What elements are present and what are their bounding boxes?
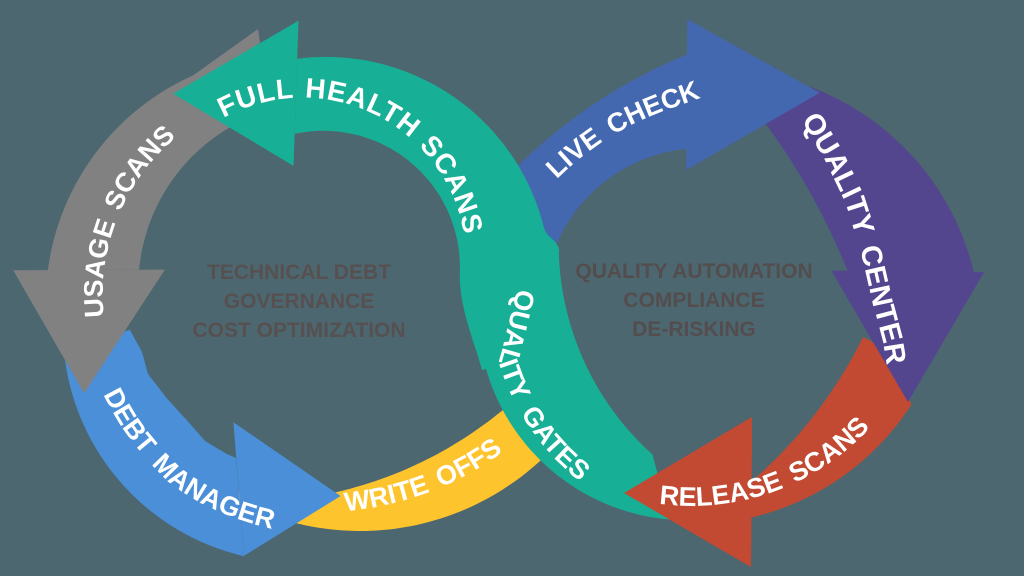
svg-text:GOVERNANCE: GOVERNANCE (224, 290, 375, 313)
svg-text:QUALITY AUTOMATION: QUALITY AUTOMATION (575, 260, 812, 283)
svg-text:DE-RISKING: DE-RISKING (632, 318, 756, 341)
svg-text:TECHNICAL DEBT: TECHNICAL DEBT (207, 261, 391, 284)
svg-text:COST OPTIMIZATION: COST OPTIMIZATION (192, 319, 405, 342)
svg-text:COMPLIANCE: COMPLIANCE (623, 289, 764, 312)
